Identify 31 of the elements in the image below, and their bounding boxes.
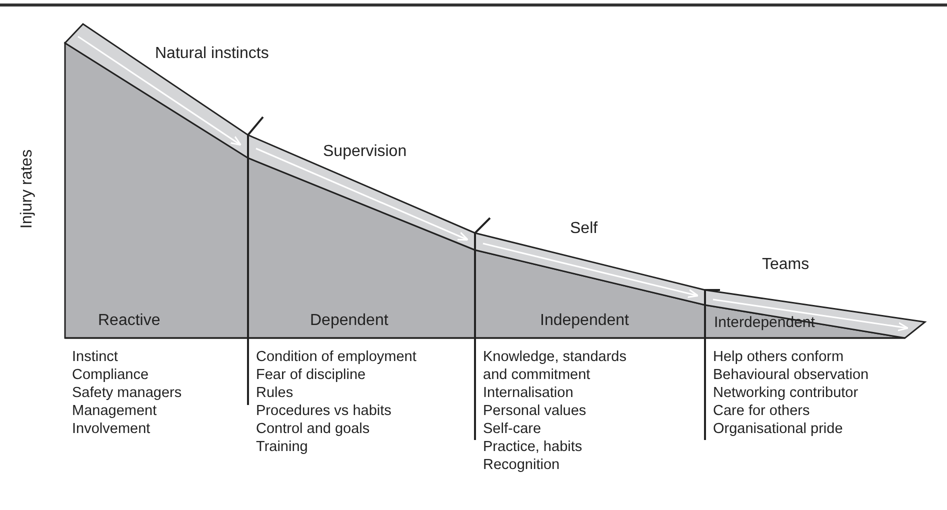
list-item: Rules — [256, 385, 294, 401]
list-item: Care for others — [713, 403, 810, 419]
list-item: Training — [256, 439, 308, 455]
list-item: Help others conform — [713, 349, 844, 365]
curve-label: Natural instincts — [155, 45, 269, 63]
list-item: Control and goals — [256, 421, 370, 437]
list-item: Safety managers — [72, 385, 182, 401]
curve-label: Self — [570, 220, 598, 238]
stage-label: Interdependent — [714, 314, 815, 331]
list-item: Involvement — [72, 421, 150, 437]
stage-label: Independent — [540, 312, 629, 330]
list-item: Networking contributor — [713, 385, 858, 401]
list-item: Self-care — [483, 421, 542, 437]
list-item: Personal values — [483, 403, 586, 419]
stage-label: Dependent — [310, 312, 388, 330]
stage-label: Reactive — [98, 312, 160, 330]
list-item: Condition of employment — [256, 349, 416, 365]
list-item: Instinct — [72, 349, 118, 365]
curve-label: Supervision — [323, 143, 407, 161]
list-item: Procedures vs habits — [256, 403, 392, 419]
list-item: Practice, habits — [483, 439, 582, 455]
list-item: Knowledge, standards and commitment — [483, 349, 626, 383]
list-item: Management — [72, 403, 157, 419]
curve-label: Teams — [762, 256, 810, 274]
axis-label: Injury rates — [18, 149, 37, 229]
list-item: Behavioural observation — [713, 367, 869, 383]
list-item: Compliance — [72, 367, 149, 383]
list-item: Recognition — [483, 457, 560, 473]
list-item: Internalisation — [483, 385, 574, 401]
list-item: Fear of discipline — [256, 367, 366, 383]
list-item: Organisational pride — [713, 421, 843, 437]
